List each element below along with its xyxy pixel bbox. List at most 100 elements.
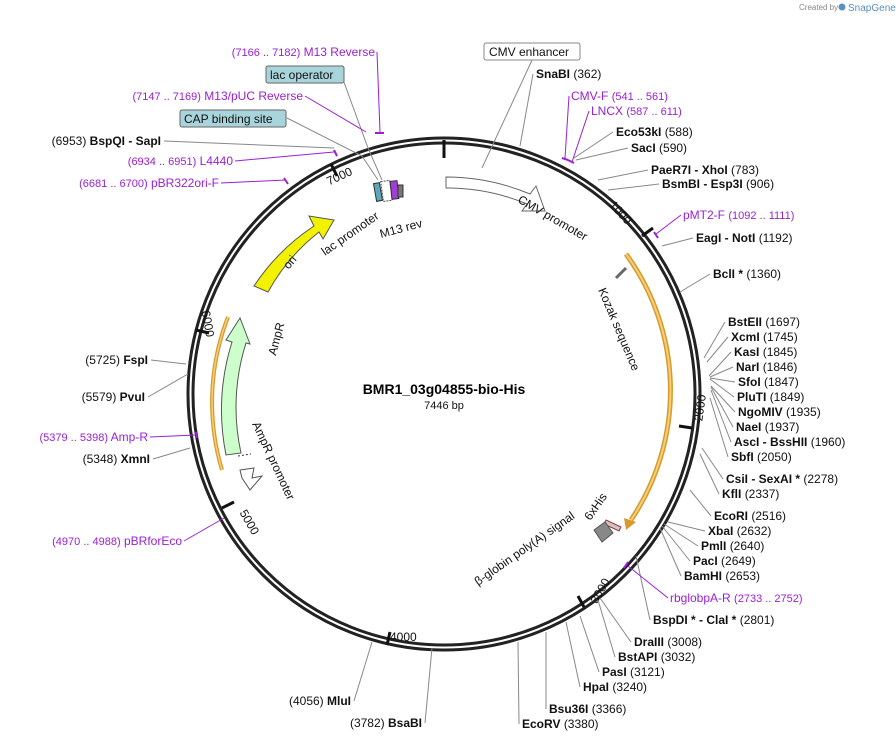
primer-leader-line <box>234 151 335 162</box>
site-leader-line <box>597 599 616 658</box>
primer-leader-line <box>149 434 197 438</box>
site-leader-line <box>353 641 373 702</box>
site-leader-line <box>599 597 632 643</box>
cmv-enhancer-label: CMV enhancer <box>489 45 569 59</box>
site-leader-line <box>667 521 706 532</box>
site-leader-line <box>424 647 433 724</box>
credit-brand: SnapGene <box>848 3 896 14</box>
site-leader-line <box>663 523 699 547</box>
site-label-bspdi: BspDI * - ClaI * (2801) <box>653 613 774 627</box>
site-label-bsu36i: Bsu36I (3366) <box>549 702 626 716</box>
site-leader-line <box>710 385 736 413</box>
site-leader-line <box>152 447 191 460</box>
site-leader-line <box>659 527 682 577</box>
site-leader-line <box>150 359 187 365</box>
ampr-dots <box>237 453 252 457</box>
primer-leader-line <box>564 95 570 159</box>
primer-leader-line <box>571 110 590 163</box>
snapgene-logo-icon <box>838 3 846 11</box>
site-leader-line <box>573 131 614 159</box>
site-label-xbai: XbaI (2632) <box>708 524 771 538</box>
site-leader-line <box>565 621 581 688</box>
gene-arrowhead <box>624 518 636 530</box>
site-label-bsabi: (3782) BsaBI <box>350 716 422 730</box>
site-leader-line <box>163 140 335 149</box>
primer-leaders <box>149 51 682 599</box>
site-leader-line <box>709 378 735 398</box>
site-label-snabi: SnaBI (362) <box>536 67 601 81</box>
primer-label-m13pucreverse: (7147 .. 7169) M13/pUC Reverse <box>132 89 303 103</box>
primer-leader-line <box>655 214 682 235</box>
site-leader-line <box>701 447 724 480</box>
site-label-pmli: PmlI (2640) <box>701 539 764 553</box>
site-leader-line <box>635 555 651 621</box>
ring-ticks <box>195 163 693 646</box>
kozak-marker <box>614 266 628 280</box>
site-label-bsmbi: BsmBI - Esp3I (906) <box>662 177 774 191</box>
lac-promoter-label: lac promoter <box>319 209 382 259</box>
site-label-bspqi: (6953) BspQI - SapI <box>52 134 161 148</box>
site-label-sfoi: SfoI (1847) <box>738 375 799 389</box>
m13-rev-block <box>397 184 404 198</box>
site-label-paci: PacI (2649) <box>693 554 756 568</box>
primer-leader-line <box>627 565 669 599</box>
ampr-arrow <box>221 316 251 456</box>
cap-site-label: CAP binding site <box>184 112 273 126</box>
site-label-kasi: KasI (1845) <box>734 345 797 359</box>
site-leader-line <box>579 615 600 673</box>
primer-label-rbglobpar: rbglobpA-R (2733 .. 2752) <box>670 591 803 605</box>
site-label-xcmi: XcmI (1745) <box>731 330 798 344</box>
primer-leader-line <box>304 95 367 133</box>
cmv-promoter-label: CMV promoter <box>515 192 590 243</box>
primer-label-cmvf: CMV-F (541 .. 561) <box>571 89 668 103</box>
primer-label-pbr322orif: (6681 .. 6700) pBR322ori-F <box>79 176 219 190</box>
site-label-asci: AscI - BssHII (1960) <box>734 435 845 449</box>
polya-marker <box>593 521 614 543</box>
cap-site-box <box>179 109 287 128</box>
site-leader-line <box>710 386 734 428</box>
ampr-orange-core <box>211 316 229 471</box>
site-leader-line <box>709 397 729 458</box>
site-label-ecori: EcoRI (2516) <box>714 509 786 523</box>
site-label-bamhi: BamHI (2653) <box>684 569 760 583</box>
cap-site-block <box>372 182 384 202</box>
site-label-ecorv: EcoRV (3380) <box>522 717 599 731</box>
primer-label-lncx: LNCX (587 .. 611) <box>591 104 682 118</box>
primer-label-pbrforeco: (4970 .. 4988) pBRforEco <box>52 534 182 548</box>
site-label-csii: CsiI - SexAI * (2278) <box>726 472 838 486</box>
site-label-xmni: (5348) XmnI <box>83 452 150 466</box>
lac-operator-box <box>265 65 345 84</box>
site-leader-line <box>679 273 711 293</box>
site-leader-line <box>661 237 694 247</box>
cmv-promoter-arrow <box>445 176 546 212</box>
feature-leaders <box>286 57 534 181</box>
site-leader-line <box>706 336 729 363</box>
primer-label-m13reverse: (7166 .. 7182) M13 Reverse <box>232 45 376 59</box>
site-label-hpai: HpaI (3240) <box>583 680 647 694</box>
site-leader-line <box>703 321 726 359</box>
primer-leader-line <box>220 179 287 184</box>
site-label-sbfi: SbfI (2050) <box>731 450 792 464</box>
site-label-paer7i: PaeR7I - XhoI (783) <box>651 163 759 177</box>
site-leader-line <box>709 377 736 383</box>
site-label-ngomiv: NgoMIV (1935) <box>738 405 821 419</box>
sixhis-label: 6xHis <box>581 490 610 523</box>
site-label-mlui: (4056) MluI <box>289 694 351 708</box>
site-label-kfli: KflI (2337) <box>722 487 779 501</box>
site-label-nari: NarI (1846) <box>736 360 797 374</box>
site-label-naei: NaeI (1937) <box>736 420 799 434</box>
site-leader-line <box>709 366 734 378</box>
site-label-pvui: (5579) PvuI <box>82 390 145 404</box>
primer-leader-line <box>376 51 381 133</box>
site-label-eagi: EagI - NotI (1192) <box>696 231 792 245</box>
ampr-promoter-arrow <box>239 467 264 491</box>
site-leader-line <box>699 453 720 495</box>
plasmid-length: 7446 bp <box>424 400 464 412</box>
site-leader-line <box>519 73 534 147</box>
site-labels: SnaBI (362)Eco53kI (588)SacI (590)PaeR7I… <box>52 67 846 731</box>
lac-operator-label: lac operator <box>270 68 333 82</box>
polya-label: β-globin poly(A) signal <box>472 509 577 589</box>
tick-7000: 7000 <box>324 164 354 188</box>
gene-arc-core <box>625 253 672 521</box>
